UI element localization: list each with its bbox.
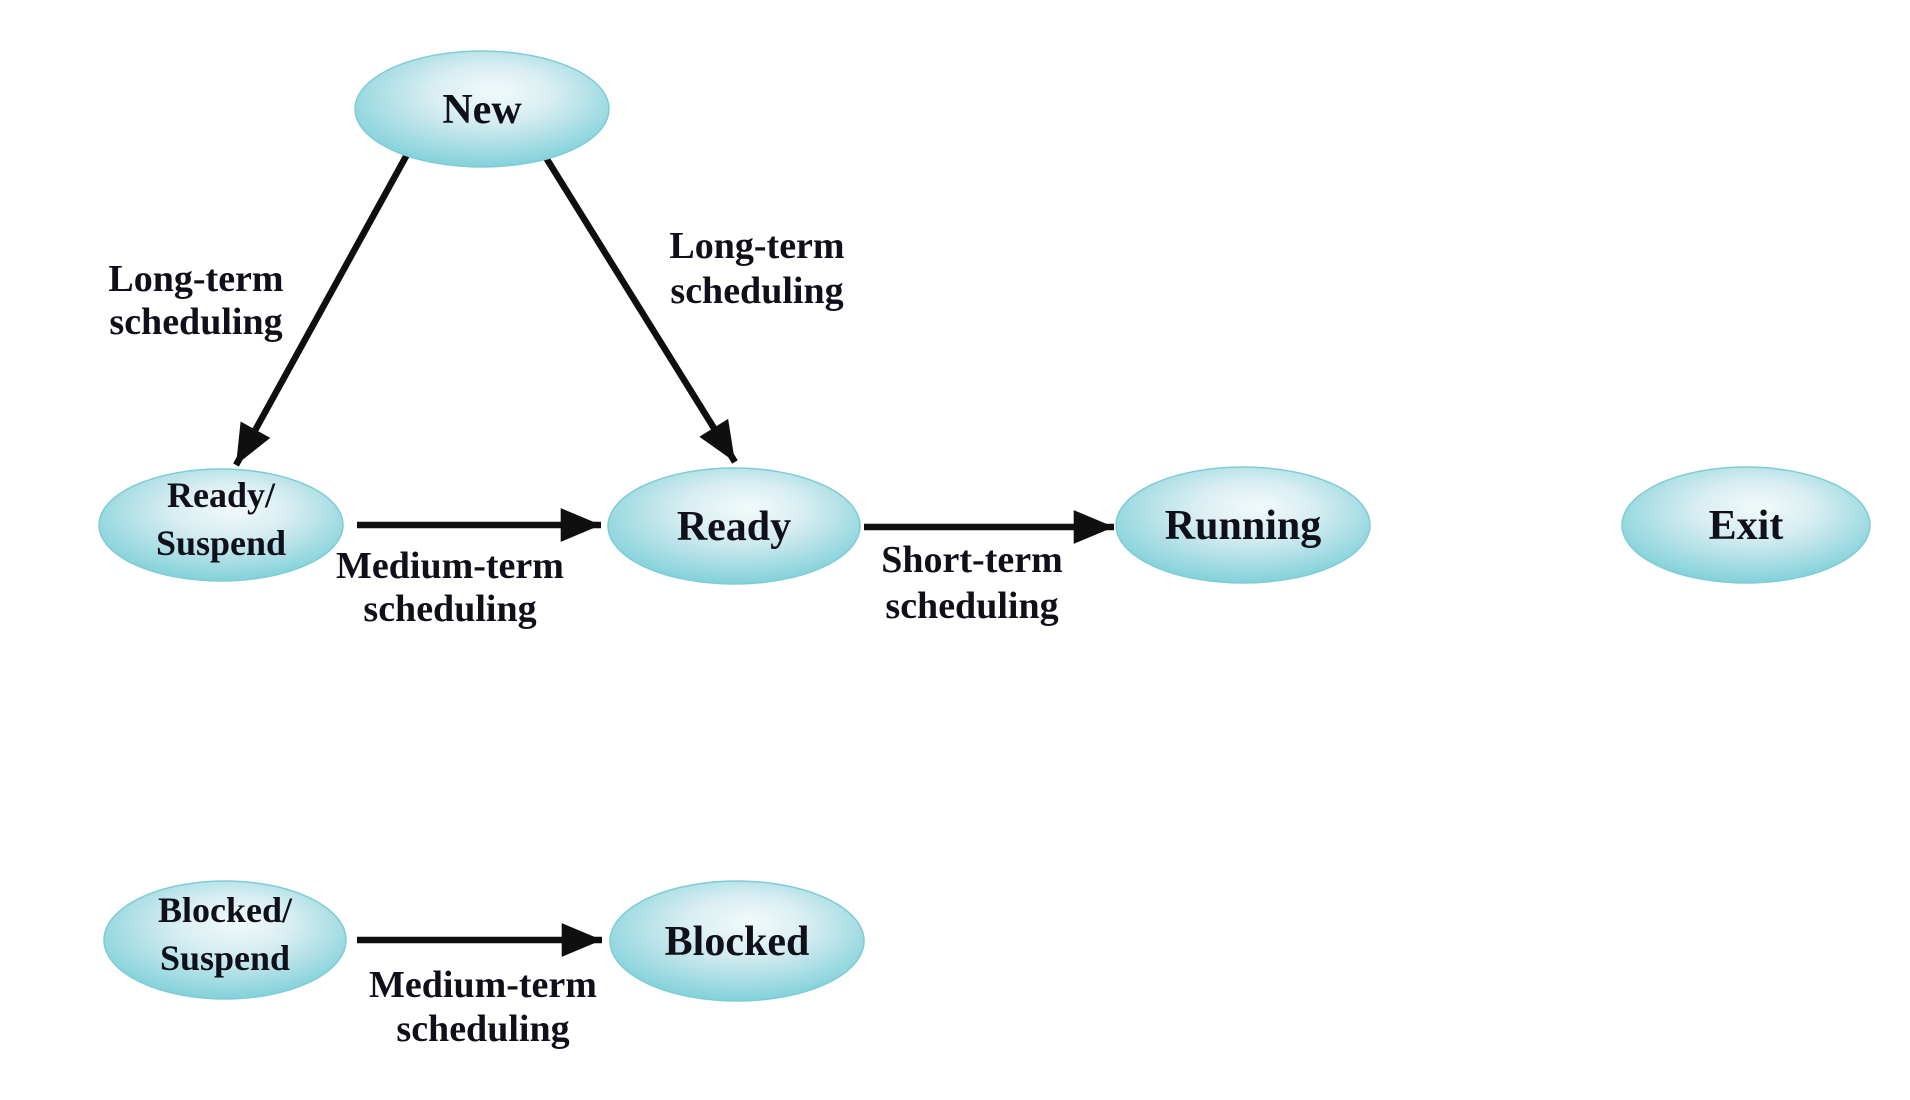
edge-new-to-ready-suspend-arrow bbox=[233, 138, 418, 467]
edges-layer bbox=[233, 138, 1114, 957]
node-exit-ellipse bbox=[1621, 466, 1871, 584]
node-new-label: New bbox=[442, 87, 522, 133]
edge-label-ready-suspend-to-ready-line1: Medium-term bbox=[336, 545, 564, 587]
node-ready-ellipse bbox=[607, 467, 861, 585]
edge-label-ready-to-running-line1: Short-term bbox=[881, 539, 1062, 581]
node-blocked-suspend-label-line2: Suspend bbox=[160, 938, 290, 978]
node-running-label: Running bbox=[1165, 503, 1321, 549]
node-running-ellipse bbox=[1115, 466, 1371, 584]
edge-label-new-to-ready-suspend-line2: scheduling bbox=[109, 301, 282, 343]
nodes-layer bbox=[98, 50, 1871, 1002]
labels-layer: Long-termschedulingLong-termschedulingMe… bbox=[108, 87, 1783, 1050]
edge-label-new-to-ready-line2: scheduling bbox=[670, 270, 843, 312]
edge-new-to-ready-arrow bbox=[532, 138, 738, 464]
node-ready-suspend-ellipse bbox=[98, 468, 344, 582]
node-blocked-suspend-label-line1: Blocked/ bbox=[158, 890, 293, 930]
edge-label-new-to-ready-suspend-line1: Long-term bbox=[108, 258, 283, 300]
edge-label-blocked-suspend-to-blocked-line2: scheduling bbox=[396, 1008, 569, 1050]
edge-label-new-to-ready-line1: Long-term bbox=[669, 225, 844, 267]
node-blocked-ellipse bbox=[609, 880, 865, 1002]
node-ready-suspend-label-line1: Ready/ bbox=[167, 475, 276, 515]
node-exit-label: Exit bbox=[1709, 503, 1784, 549]
node-new-ellipse bbox=[354, 50, 610, 168]
node-blocked-label: Blocked bbox=[665, 919, 810, 965]
edge-label-ready-suspend-to-ready-line2: scheduling bbox=[363, 588, 536, 630]
node-blocked-suspend-ellipse bbox=[103, 880, 347, 1000]
node-ready-label: Ready bbox=[677, 504, 791, 550]
node-ready-suspend-label-line2: Suspend bbox=[156, 523, 286, 563]
edge-label-blocked-suspend-to-blocked-line1: Medium-term bbox=[369, 964, 597, 1006]
edge-label-ready-to-running-line2: scheduling bbox=[885, 585, 1058, 627]
